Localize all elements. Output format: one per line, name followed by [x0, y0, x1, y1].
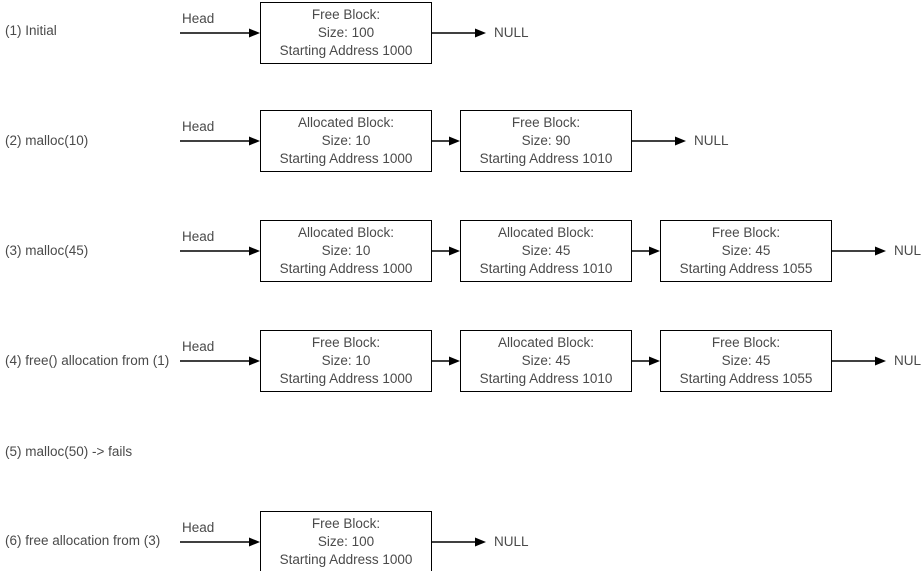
null-arrow-4: [832, 355, 886, 367]
block-text-line-3: Starting Address 1010: [479, 151, 613, 166]
head-arrow-icon-4: [180, 356, 260, 366]
memory-block-allocated: Allocated Block: Size: 10 Starting Address…: [260, 110, 432, 172]
head-arrow-icon-6: [180, 537, 260, 547]
null-terminator-1: NULL: [494, 25, 529, 40]
next-block-arrow-3-1: [432, 245, 460, 257]
block-text-line-3: Starting Address 1055: [679, 371, 813, 386]
block-text-line-1: Allocated Block:: [297, 225, 395, 240]
step-label-3: (3) malloc(45): [5, 243, 89, 258]
head-arrow-icon-2: [180, 136, 260, 146]
block-text-line-1: Allocated Block:: [297, 115, 395, 130]
arrow-next-icon: [632, 246, 660, 256]
block-text-line-1: Free Block:: [711, 225, 781, 240]
head-label-1: Head: [182, 11, 215, 26]
arrow-to-null-icon: [632, 136, 686, 146]
step-label-1: (1) Initial: [5, 23, 57, 38]
memory-block-allocated: Allocated Block: Size: 45 Starting Address…: [460, 330, 632, 392]
step-label-2: (2) malloc(10): [5, 133, 89, 148]
block-text-line-1: Free Block:: [711, 335, 781, 350]
next-block-arrow-4-1: [432, 355, 460, 367]
block-text-line-2: Size: 10: [321, 353, 371, 368]
arrow-to-null-icon: [832, 356, 886, 366]
head-pointer-4: Head: [180, 339, 260, 375]
null-arrow-3: [832, 245, 886, 257]
arrow-to-null-icon: [432, 28, 486, 38]
head-pointer-2: Head: [180, 119, 260, 155]
memory-block-free: Free Block: Size: 45 Starting Address 1055: [660, 330, 832, 392]
null-terminator-2: NULL: [694, 133, 729, 148]
arrow-to-null-icon: [432, 537, 486, 547]
block-text-line-3: Starting Address 1010: [479, 261, 613, 276]
head-label-4: Head: [182, 339, 215, 354]
block-text-line-3: Starting Address 1010: [479, 371, 613, 386]
next-block-arrow-3-2: [632, 245, 660, 257]
block-text-line-2: Size: 100: [317, 534, 375, 549]
null-arrow-1: [432, 27, 486, 39]
block-text-line-2: Size: 45: [721, 243, 771, 258]
memory-block-allocated: Allocated Block: Size: 10 Starting Address…: [260, 220, 432, 282]
block-text-line-3: Starting Address 1000: [279, 371, 413, 386]
arrow-next-icon: [432, 356, 460, 366]
head-arrow-icon-3: [180, 246, 260, 256]
block-text-line-2: Size: 45: [521, 243, 571, 258]
block-text-line-1: Free Block:: [311, 7, 381, 22]
memory-block-free: Free Block: Size: 90 Starting Address 1010: [460, 110, 632, 172]
memory-block-free: Free Block: Size: 10 Starting Address 1000: [260, 330, 432, 392]
block-text-line-1: Free Block:: [311, 516, 381, 531]
memory-block-allocated: Allocated Block: Size: 45 Starting Address…: [460, 220, 632, 282]
block-text-line-3: Starting Address 1000: [279, 261, 413, 276]
block-text-line-2: Size: 10: [321, 243, 371, 258]
head-pointer-6: Head: [180, 520, 260, 556]
block-text-line-3: Starting Address 1000: [279, 151, 413, 166]
block-text-line-1: Allocated Block:: [497, 225, 595, 240]
null-arrow-6: [432, 536, 486, 548]
step-label-5: (5) malloc(50) -> fails: [5, 444, 133, 459]
arrow-next-icon: [432, 136, 460, 146]
null-terminator-6: NULL: [494, 534, 529, 549]
arrow-to-null-icon: [832, 246, 886, 256]
null-terminator-3: NULL: [894, 243, 921, 258]
head-label-3: Head: [182, 229, 215, 244]
step-label-4: (4) free() allocation from (1): [5, 353, 170, 368]
null-terminator-4: NULL: [894, 353, 921, 368]
arrow-next-icon: [432, 246, 460, 256]
null-arrow-2: [632, 135, 686, 147]
head-pointer-1: Head: [180, 11, 260, 47]
step-label-6: (6) free allocation from (3): [5, 533, 161, 548]
block-text-line-1: Free Block:: [311, 335, 381, 350]
block-text-line-2: Size: 10: [321, 133, 371, 148]
block-text-line-3: Starting Address 1055: [679, 261, 813, 276]
head-label-2: Head: [182, 119, 215, 134]
block-text-line-1: Free Block:: [511, 115, 581, 130]
block-text-line-2: Size: 100: [317, 25, 375, 40]
head-label-6: Head: [182, 520, 215, 535]
block-text-line-2: Size: 45: [521, 353, 571, 368]
block-text-line-1: Allocated Block:: [497, 335, 595, 350]
block-text-line-3: Starting Address 1000: [279, 43, 413, 58]
memory-block-free: Free Block: Size: 45 Starting Address 1055: [660, 220, 832, 282]
head-arrow-icon-1: [180, 28, 260, 38]
arrow-next-icon: [632, 356, 660, 366]
block-text-line-2: Size: 90: [521, 133, 571, 148]
head-pointer-3: Head: [180, 229, 260, 265]
next-block-arrow-2-1: [432, 135, 460, 147]
block-text-line-2: Size: 45: [721, 353, 771, 368]
next-block-arrow-4-2: [632, 355, 660, 367]
block-text-line-3: Starting Address 1000: [279, 552, 413, 567]
